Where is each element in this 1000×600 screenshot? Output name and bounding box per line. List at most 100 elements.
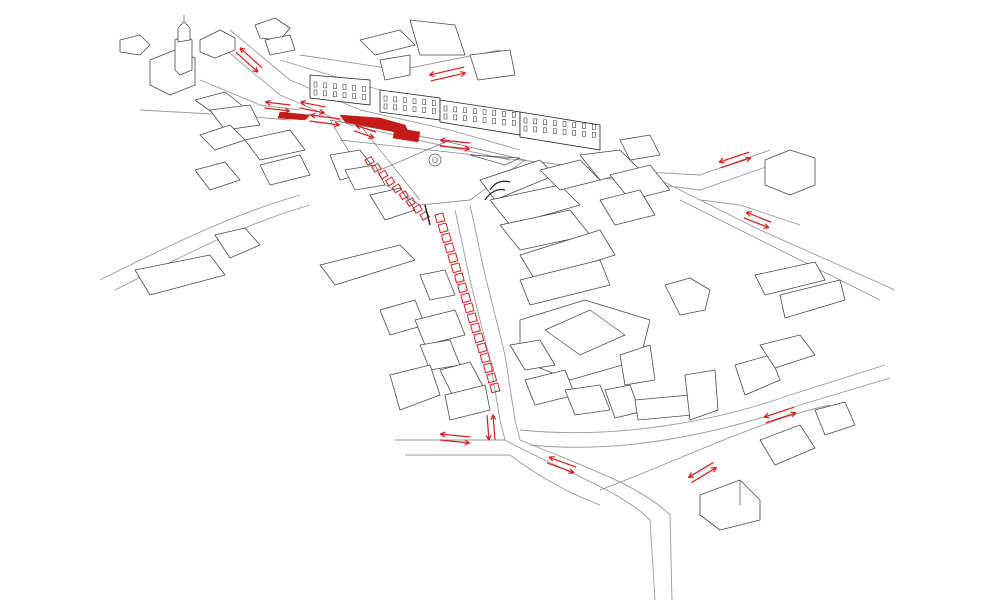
traffic-arrow-head [284, 107, 290, 114]
building-nw-3 [254, 17, 291, 41]
building-n-2 [409, 19, 466, 56]
traffic-arrow [546, 462, 575, 474]
facade-window [432, 100, 436, 106]
facade-window [463, 115, 467, 122]
facade-window [453, 114, 457, 121]
square-diag-1 [359, 124, 421, 201]
parking-bay [453, 272, 465, 284]
traffic-arrow [235, 51, 259, 73]
traffic-arrow-head [490, 414, 497, 421]
traffic-arrow-head [265, 99, 271, 106]
traffic-arrow [429, 66, 465, 76]
parking-bay [450, 262, 462, 274]
facade-window [323, 90, 327, 97]
parking-bay [434, 212, 446, 224]
traffic-arrow-head [710, 466, 718, 473]
parking-bay [398, 190, 410, 201]
facade-window [342, 92, 347, 98]
facade-window [333, 83, 337, 90]
facade-window [533, 118, 537, 125]
road-south-curve-edge [519, 439, 673, 600]
traffic-arrows [235, 47, 797, 484]
facade-window [422, 107, 426, 113]
parking-bay [384, 176, 396, 187]
traffic-arrow [300, 101, 326, 108]
facade-window [463, 107, 467, 114]
facade-window [422, 99, 426, 105]
traffic-arrow-head [368, 133, 375, 140]
building-c-6 [389, 364, 441, 411]
building-w-11 [134, 254, 226, 296]
facade-window [313, 81, 318, 88]
building-s-2 [524, 369, 576, 406]
facade-window [533, 126, 537, 133]
facade-window [403, 105, 407, 112]
traffic-arrow [239, 47, 263, 69]
facade-window [523, 125, 528, 132]
facade-window [553, 120, 557, 126]
building-e-2 [489, 184, 581, 226]
parking-bay [364, 155, 375, 166]
traffic-arrow-head [745, 211, 752, 217]
traffic-arrow [310, 114, 341, 120]
traffic-arrow-head [718, 157, 725, 164]
facade-window [383, 103, 388, 110]
parking-bay [479, 352, 491, 364]
building-nw-2 [199, 29, 236, 59]
facade-window [502, 111, 506, 117]
parking-bay [412, 203, 423, 215]
parking-bay [405, 197, 416, 208]
parking-bay [489, 382, 501, 394]
traffic-arrow [353, 130, 375, 139]
traffic-arrow [439, 145, 470, 150]
parking-bay [476, 342, 488, 354]
building-fe-2 [664, 277, 711, 316]
traffic-arrow [691, 467, 717, 484]
traffic-arrow-head [334, 121, 340, 128]
building-c-2 [379, 299, 426, 336]
facade-window [492, 118, 496, 124]
entry-arrow-1 [484, 188, 506, 201]
parking-bay [437, 222, 449, 234]
facade-window [482, 117, 487, 123]
facade-window [473, 108, 477, 114]
building-c-3 [419, 269, 456, 301]
traffic-arrow [720, 157, 752, 169]
traffic-arrow [492, 414, 496, 440]
facade-window [592, 124, 596, 130]
facade-window [572, 122, 576, 128]
building-c-8 [444, 384, 491, 421]
parking-bay [463, 302, 475, 314]
traffic-arrow [743, 217, 770, 229]
traffic-arrow-head [460, 71, 467, 77]
facade-row-1 [309, 74, 371, 106]
traffic-arrow-head [355, 123, 362, 130]
entry-arrow-3 [424, 204, 431, 226]
building-w-4 [244, 129, 306, 161]
building-s-3 [564, 384, 611, 416]
entry-arrow-2 [489, 180, 511, 191]
facade-window [383, 95, 388, 102]
traffic-arrow [486, 415, 490, 441]
traffic-arrow-head [464, 439, 471, 446]
building-n-1 [359, 29, 416, 56]
building-w-2 [209, 104, 261, 131]
facade-window [582, 131, 586, 137]
facade-window [323, 82, 327, 89]
road-main-south-edge [469, 204, 521, 441]
road-west-1 [99, 194, 301, 281]
traffic-arrow-head [464, 145, 471, 152]
facade-window [512, 112, 516, 118]
facade-window [582, 123, 586, 129]
parking-bay [473, 332, 485, 344]
traffic-arrow [745, 211, 772, 223]
parking-bay [391, 183, 403, 194]
traffic-arrow [264, 107, 290, 112]
building-s-5 [634, 394, 693, 421]
traffic-arrow-head [239, 47, 246, 54]
traffic-arrow [688, 461, 714, 478]
traffic-arrow-head [310, 112, 316, 119]
traffic-arrow [763, 406, 795, 418]
building-c-4 [414, 309, 466, 346]
parking-bay [378, 169, 389, 180]
